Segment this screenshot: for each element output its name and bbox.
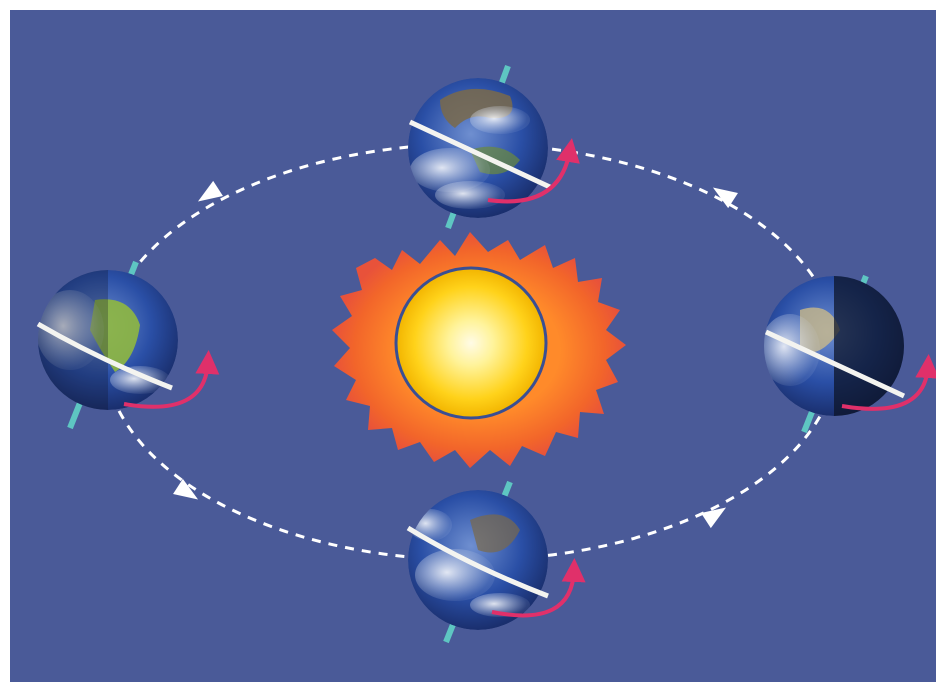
sun-core: [396, 268, 546, 418]
